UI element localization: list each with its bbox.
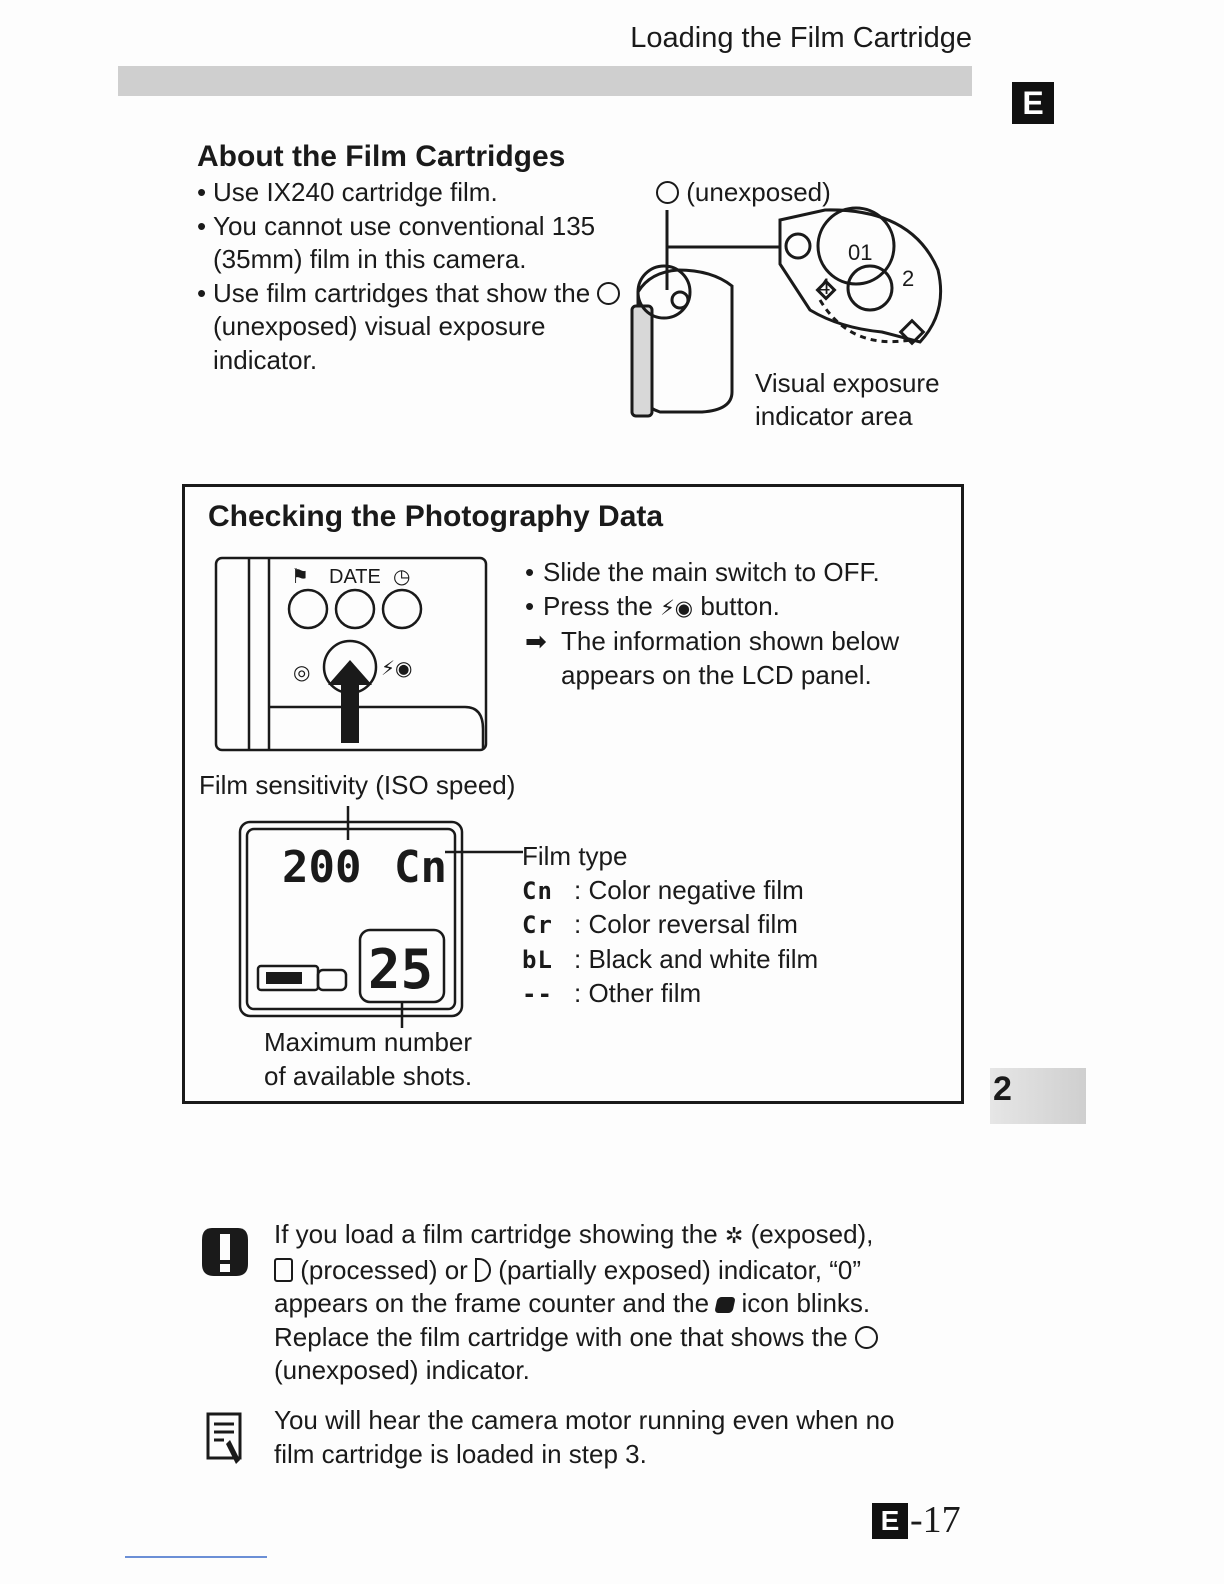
dial-mark-4: 4 bbox=[818, 274, 830, 299]
red-eye-icon: ◎ bbox=[293, 660, 310, 684]
lcd-iso-digits: 200 bbox=[282, 842, 361, 893]
unexposed-circle-icon bbox=[597, 281, 621, 305]
cartridge-icon bbox=[714, 1297, 736, 1313]
flash-icon: ⚡◉ bbox=[381, 656, 413, 680]
dial-mark-01: 01 bbox=[848, 240, 872, 265]
unexposed-circle-icon bbox=[854, 1325, 878, 1349]
exposed-icon: ✲ bbox=[724, 1224, 744, 1249]
visual-indicator-label: Visual exposure indicator area bbox=[755, 368, 940, 431]
chapter-number: 2 bbox=[993, 1070, 1012, 1108]
list-item: Cr: Color reversal film bbox=[522, 909, 798, 939]
list-item: You cannot use conventional 135 (35mm) f… bbox=[197, 210, 637, 277]
max-shots-label: Maximum number of available shots. bbox=[264, 1027, 473, 1091]
list-item: •Slide the main switch to OFF. bbox=[525, 557, 880, 587]
film-type-legend: Film type Cn: Color negative film Cr: Co… bbox=[522, 840, 818, 1012]
list-item: •Press the ⚡◉ button. bbox=[525, 590, 780, 621]
partially-exposed-icon bbox=[475, 1257, 492, 1282]
language-badge: E bbox=[1012, 82, 1054, 124]
date-button-label: DATE bbox=[329, 566, 381, 588]
lcd-panel-illustration: 200 Cn 25 bbox=[238, 806, 523, 1028]
checking-steps: •Slide the main switch to OFF. •Press th… bbox=[525, 556, 955, 692]
arrow-right-icon: ➡ bbox=[525, 626, 547, 656]
list-item: --: Other film bbox=[522, 978, 702, 1008]
list-item: Cn: Color negative film bbox=[522, 874, 804, 905]
list-item: Use IX240 cartridge film. bbox=[197, 176, 637, 210]
lcd-shots-digits: 25 bbox=[368, 938, 433, 1001]
list-item: bL: Black and white film bbox=[522, 943, 819, 974]
memo-note: You will hear the camera motor running e… bbox=[274, 1405, 895, 1469]
page-prefix-badge: E bbox=[872, 1503, 908, 1539]
unexposed-label: (unexposed) bbox=[656, 176, 831, 209]
camera-button-panel-illustration: DATE ⚑ ◷ ◎ ⚡◉ bbox=[214, 556, 488, 752]
header-rule-bar bbox=[118, 66, 972, 96]
unexposed-circle-icon bbox=[656, 181, 679, 204]
memo-icon bbox=[206, 1412, 242, 1464]
film-cartridge-diagram: 01 2 4 bbox=[630, 206, 943, 418]
list-item: ➡The information shown below appears on … bbox=[525, 626, 900, 690]
list-item: Use film cartridges that show the (unexp… bbox=[197, 277, 637, 378]
footer-rule bbox=[125, 1556, 267, 1558]
self-timer-icon: ◷ bbox=[393, 564, 410, 588]
checking-section-title: Checking the Photography Data bbox=[208, 500, 664, 533]
caution-note: If you load a film cartridge showing the… bbox=[274, 1218, 954, 1388]
chapter-tab bbox=[990, 1068, 1086, 1124]
film-type-title: Film type bbox=[522, 841, 628, 871]
caution-icon bbox=[202, 1228, 248, 1276]
about-bullet-list: Use IX240 cartridge film. You cannot use… bbox=[197, 176, 637, 377]
flag-icon: ⚑ bbox=[291, 564, 309, 588]
lcd-film-code: Cn bbox=[394, 842, 447, 893]
iso-speed-label: Film sensitivity (ISO speed) bbox=[199, 770, 516, 800]
checking-data-box bbox=[182, 484, 964, 1104]
processed-icon bbox=[274, 1257, 293, 1282]
about-section-title: About the Film Cartridges bbox=[197, 140, 566, 173]
dial-mark-2: 2 bbox=[902, 266, 914, 291]
page-number: E-17 bbox=[872, 1498, 961, 1542]
flash-button-icon: ⚡◉ bbox=[660, 595, 694, 620]
page-header-title: Loading the Film Cartridge bbox=[630, 22, 972, 54]
